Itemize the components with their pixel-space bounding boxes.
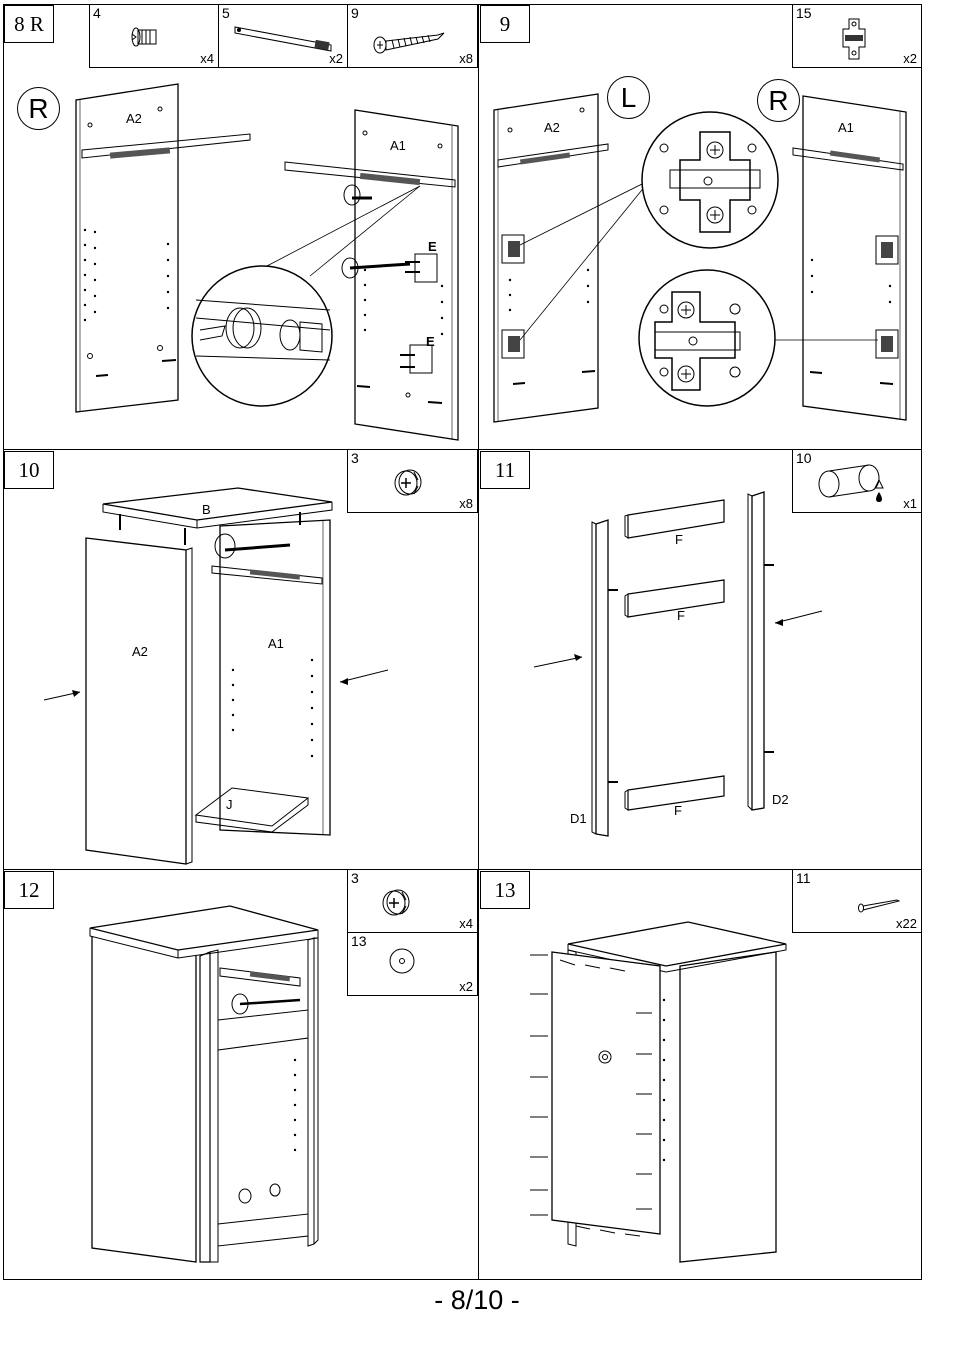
part-quantity: x2 — [459, 979, 473, 994]
post-label-d1: D1 — [570, 811, 587, 826]
part-quantity: x2 — [329, 51, 343, 66]
step10-illustration — [43, 487, 389, 865]
step-number-10: 10 — [4, 451, 54, 489]
panel-label-a1: A1 — [268, 636, 284, 651]
rail-label-f-top: F — [675, 532, 683, 547]
cam-lock-icon — [394, 469, 422, 496]
part-box-3: 3 x8 — [347, 449, 478, 513]
part-number: 13 — [351, 933, 367, 949]
dowel-glue-icon — [818, 464, 884, 502]
part-box-11: 11 x22 — [792, 869, 922, 933]
part-quantity: x1 — [903, 496, 917, 511]
nail-icon — [858, 899, 901, 913]
part-label-e-lower: E — [426, 334, 435, 349]
rail-label-f-middle: F — [677, 608, 685, 623]
panel-label-j: J — [226, 797, 233, 812]
part-box-10: 10 x1 — [792, 449, 922, 513]
part-quantity: x2 — [903, 51, 917, 66]
step13-illustration — [530, 921, 787, 1263]
part-box-5: 5 x2 — [218, 4, 348, 68]
part-quantity: x8 — [459, 496, 473, 511]
panel-label-a2: A2 — [126, 111, 142, 126]
part-box-9: 9 x8 — [347, 4, 478, 68]
panel-label-a2: A2 — [132, 644, 148, 659]
side-marker-text: R — [768, 84, 789, 116]
part-number: 3 — [351, 870, 359, 886]
step-number-text: 11 — [494, 457, 516, 482]
hinge-plate-icon — [842, 18, 866, 60]
cam-lock-icon — [382, 889, 410, 916]
step-number-8: 8 R — [4, 5, 54, 43]
wood-screw-icon — [373, 32, 445, 54]
part-number: 4 — [93, 5, 101, 21]
step-number-12: 12 — [4, 871, 54, 909]
rail-label-f-bottom: F — [674, 803, 682, 818]
grid-divider-vertical — [478, 4, 479, 1280]
step8-illustration — [75, 83, 459, 441]
part-box-4: 4 x4 — [89, 4, 219, 68]
step12-illustration — [89, 905, 319, 1263]
side-marker-text: L — [620, 81, 637, 113]
step-number-13: 13 — [480, 871, 530, 909]
part-number: 15 — [796, 5, 812, 21]
side-marker-right: R — [757, 79, 800, 122]
side-marker-right: R — [17, 87, 60, 130]
post-label-d2: D2 — [772, 792, 789, 807]
part-number: 5 — [222, 5, 230, 21]
step-number-11: 11 — [480, 451, 530, 489]
panel-label-a1: A1 — [838, 120, 854, 135]
step-number-text: 8 R — [14, 11, 44, 36]
part-number: 11 — [796, 870, 811, 886]
part-number: 3 — [351, 450, 359, 466]
cam-screw-icon — [131, 27, 157, 47]
side-marker-text: R — [28, 92, 49, 124]
part-number: 10 — [796, 450, 812, 466]
part-box-15: 15 x2 — [792, 4, 922, 68]
part-box-13: 13 x2 — [347, 932, 478, 996]
part-quantity: x22 — [896, 916, 917, 931]
cover-cap-icon — [389, 948, 415, 974]
panel-label-a2: A2 — [544, 120, 560, 135]
part-quantity: x4 — [459, 916, 473, 931]
side-marker-left: L — [607, 76, 650, 119]
part-quantity: x8 — [459, 51, 473, 66]
part-number: 9 — [351, 5, 359, 21]
step11-illustration — [533, 491, 823, 837]
step-number-text: 10 — [18, 457, 40, 482]
page-number: - 8/10 - — [434, 1285, 520, 1315]
part-quantity: x4 — [200, 51, 214, 66]
drawer-runner-icon — [234, 26, 332, 52]
step-number-text: 13 — [494, 877, 516, 902]
panel-label-b: B — [202, 502, 211, 517]
panel-label-a1: A1 — [390, 138, 406, 153]
step9-illustration — [493, 93, 907, 423]
step-number-9: 9 — [480, 5, 530, 43]
step-number-text: 12 — [18, 877, 40, 902]
part-label-e-upper: E — [428, 239, 437, 254]
step-number-text: 9 — [499, 11, 511, 36]
